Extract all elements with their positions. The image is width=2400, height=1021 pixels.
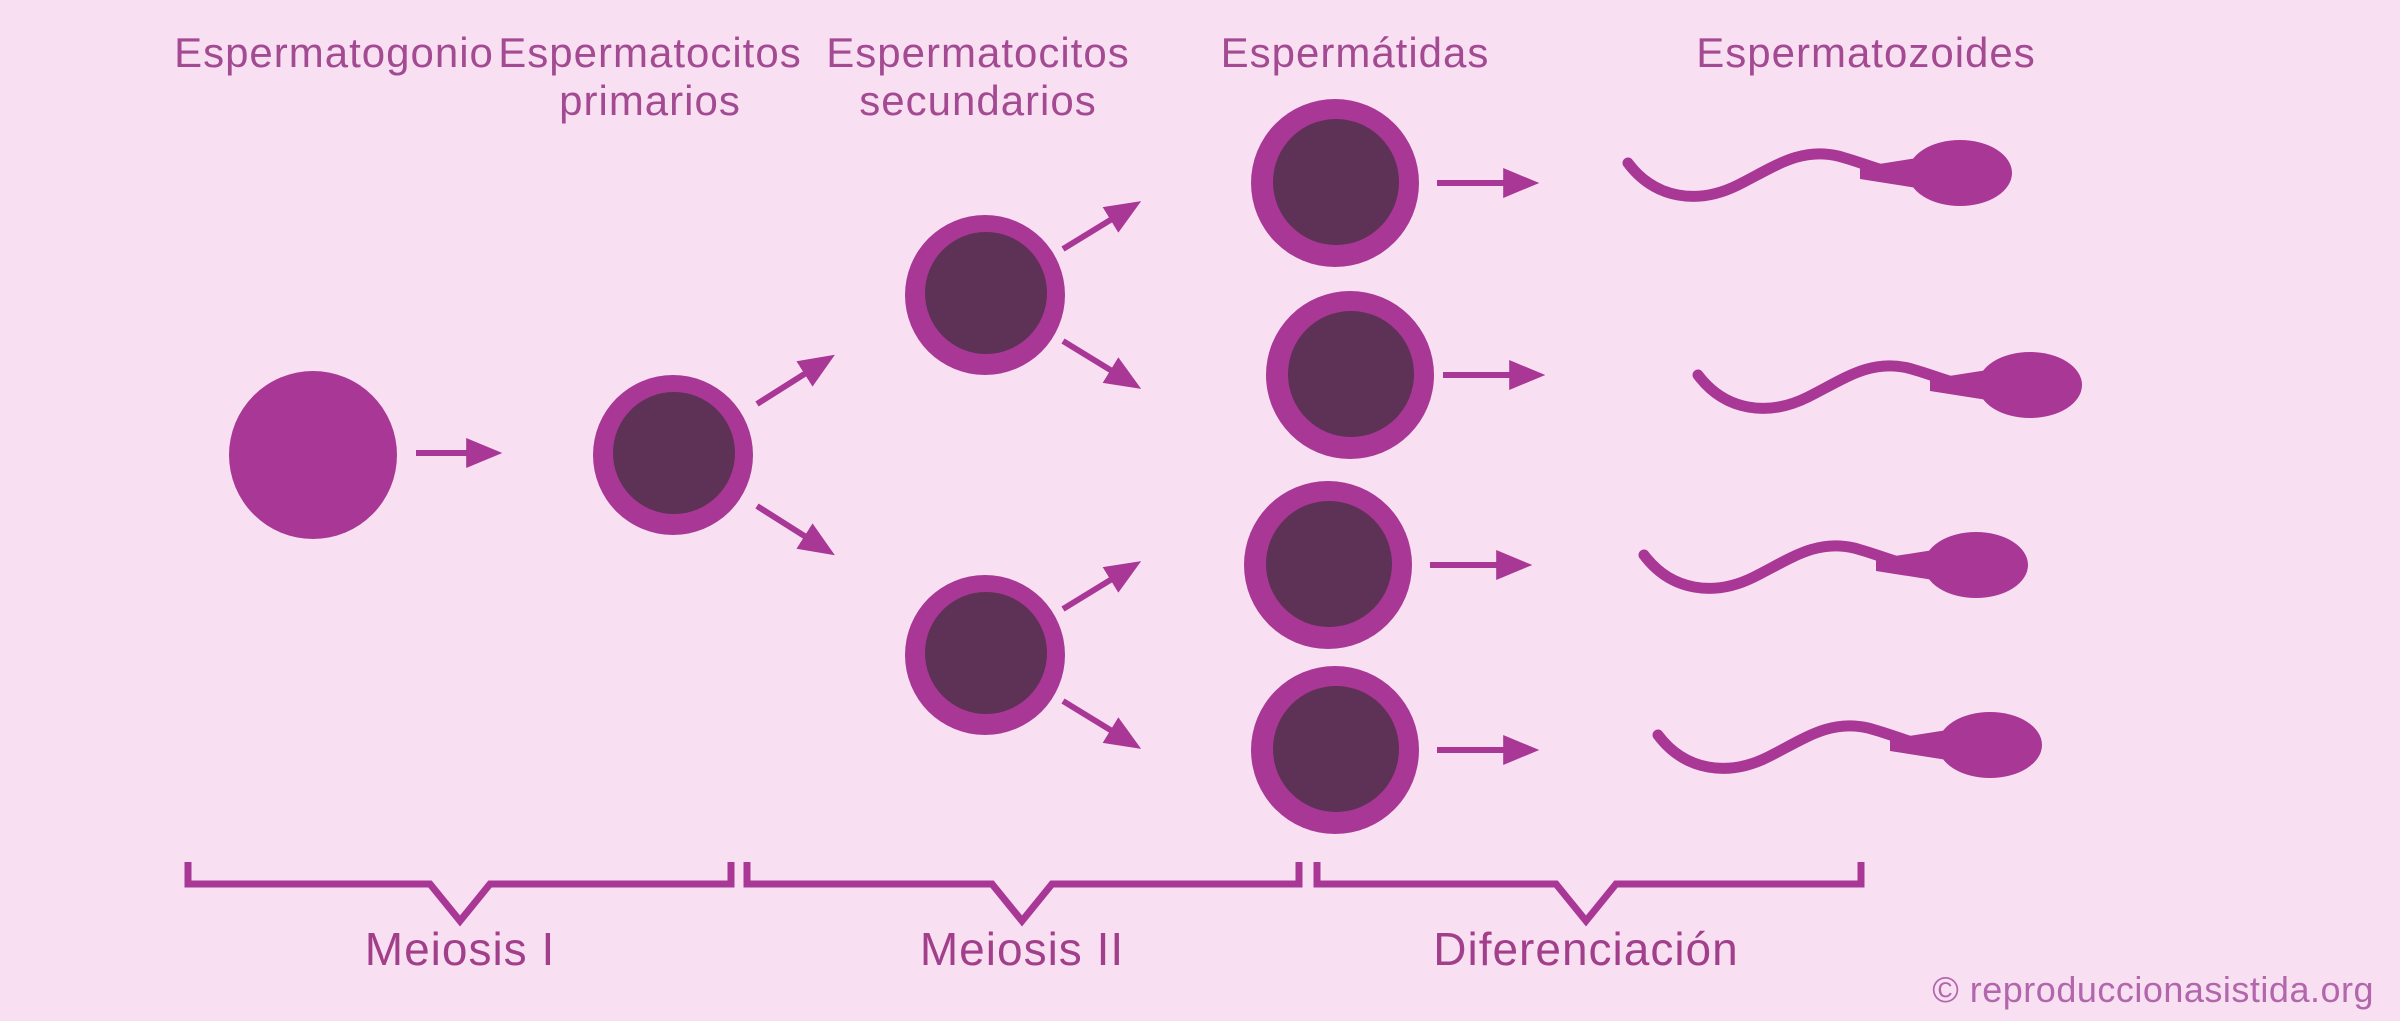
- cell-nucleus: [925, 232, 1047, 354]
- phase-label-diferenciacion: Diferenciación: [1433, 923, 1738, 975]
- arrow-primary-to-secondary-2: [755, 503, 835, 556]
- secondary-spermatocyte-cell-2: [905, 575, 1065, 735]
- watermark-text: © reproduccionasistida.org: [1932, 969, 2374, 1010]
- sperm-cell-3: [1638, 532, 2028, 598]
- sperm-head: [1978, 352, 2082, 418]
- spermatid-cell-1: [1251, 99, 1419, 267]
- spermatid-cell-4: [1251, 666, 1419, 834]
- cell-nucleus: [1288, 311, 1414, 437]
- secondary-spermatocyte-cell-1: [905, 215, 1065, 375]
- sperm-head: [1908, 140, 2012, 206]
- arrow-secondary1-to-spermatid-2: [1061, 338, 1142, 389]
- cell-nucleus: [925, 592, 1047, 714]
- arrow-secondary2-to-spermatid-4: [1061, 698, 1142, 749]
- cell-nucleus: [613, 392, 735, 514]
- phase-label-meiosis-2: Meiosis II: [920, 923, 1124, 975]
- stage-title-espermatidas: Espermátidas: [1221, 29, 1490, 76]
- stage-title-espermatogonio: Espermatogonio: [174, 29, 494, 76]
- spermatid-cell-2: [1266, 291, 1434, 459]
- espermatogonio-cell: [229, 371, 397, 539]
- sperm-head: [1924, 532, 2028, 598]
- diferenciacion-brace: [1313, 862, 1865, 927]
- spermatid-cell-3: [1244, 481, 1412, 649]
- sperm-cell-1: [1622, 140, 2012, 206]
- cell-nucleus: [1273, 686, 1399, 812]
- arrow-secondary1-to-spermatid-1: [1061, 201, 1142, 252]
- sperm-head: [1938, 712, 2042, 778]
- meiosis-1-brace: [184, 862, 735, 927]
- primary-spermatocyte-cell: [593, 375, 753, 535]
- stage-title-espermatocitos-primarios-line1: Espermatocitos: [498, 29, 801, 76]
- stage-title-espermatocitos-primarios-line2: primarios: [559, 77, 741, 124]
- meiosis-2-brace: [743, 862, 1303, 927]
- arrow-secondary2-to-spermatid-3: [1061, 561, 1142, 612]
- cell-nucleus: [1266, 501, 1392, 627]
- arrow-primary-to-secondary-1: [755, 354, 835, 407]
- sperm-cell-4: [1652, 712, 2042, 778]
- phase-label-meiosis-1: Meiosis I: [365, 923, 555, 975]
- stage-title-espermatozoides: Espermatozoides: [1696, 29, 2036, 76]
- sperm-cell-2: [1692, 352, 2082, 418]
- stage-title-espermatocitos-secundarios-line2: secundarios: [859, 77, 1096, 124]
- cell-nucleus: [1273, 119, 1399, 245]
- stage-title-espermatocitos-secundarios-line1: Espermatocitos: [826, 29, 1129, 76]
